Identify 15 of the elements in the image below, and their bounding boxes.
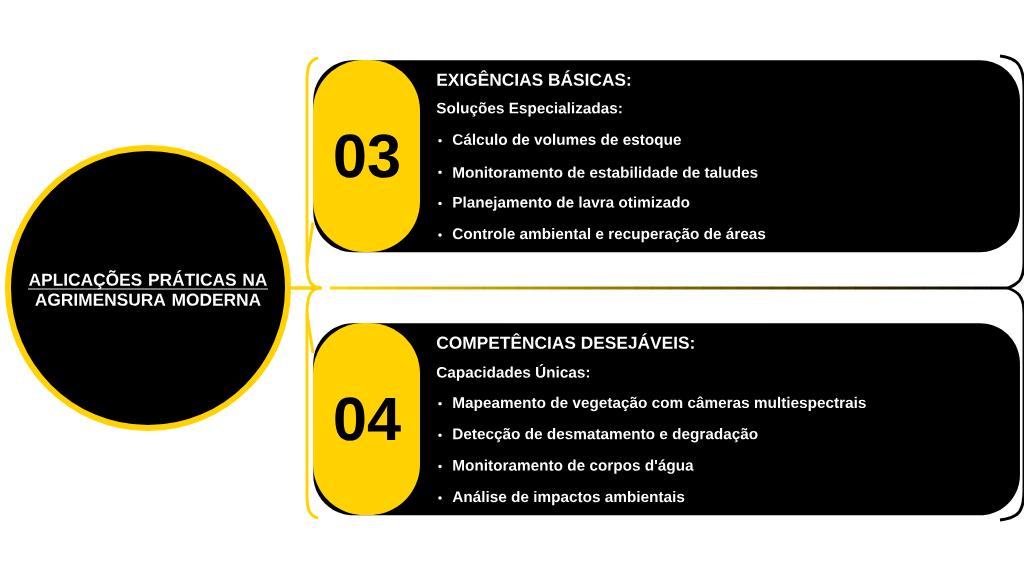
- card-heading: EXIGÊNCIAS BÁSICAS:: [437, 70, 631, 86]
- bullet-item: Planejamento de lavra otimizado: [438, 196, 690, 211]
- bullet-item: Monitoramento de corpos d'água: [438, 459, 694, 474]
- bullet-item: Mapeamento de vegetação com câmeras multiespectrais: [438, 396, 866, 412]
- connector-line: [291, 286, 324, 354]
- number-tab: 04: [313, 323, 420, 515]
- card-heading: COMPETÊNCIAS DESEJÁVEIS:: [437, 333, 694, 349]
- bullet-item: Cálculo de volumes de estoque: [438, 133, 681, 148]
- card-subheading: Soluções Especializadas:: [436, 102, 622, 117]
- number-tab: 03: [313, 60, 420, 252]
- bullet-item: Análise de impactos ambientais: [438, 490, 685, 506]
- bullet-item: Detecção de desmatamento e degradação: [438, 428, 758, 443]
- bullet-item: Monitoramento de estabilidade de taludes: [438, 166, 758, 178]
- bullet-item: Controle ambiental e recuperação de áreas: [438, 227, 766, 243]
- card-subheading: Capacidades Únicas:: [436, 364, 590, 381]
